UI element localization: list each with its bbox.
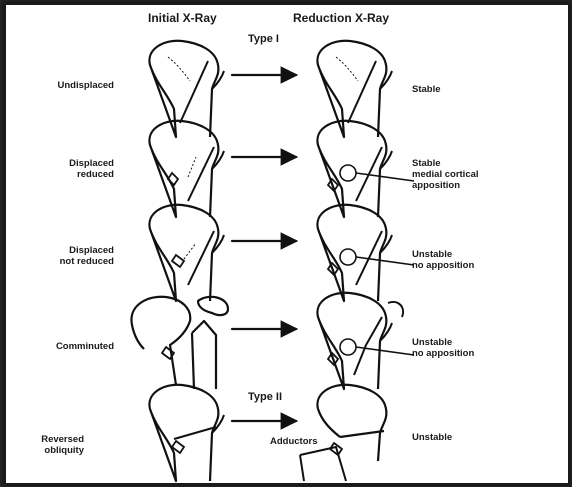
- femur-initial-row-2: [149, 121, 224, 217]
- femur-initial-row-5: [149, 385, 224, 481]
- fracture-drawings: [6, 5, 568, 483]
- femur-initial-row-3: [149, 205, 224, 301]
- femur-reduction-row-4: [317, 293, 414, 389]
- femur-reduction-row-3: [317, 205, 414, 301]
- femur-reduction-row-5: [300, 385, 386, 481]
- diagram-frame: Initial X-Ray Reduction X-Ray Type I Typ…: [4, 3, 570, 485]
- femur-initial-row-4: [131, 297, 228, 389]
- femur-reduction-row-2: [317, 121, 414, 217]
